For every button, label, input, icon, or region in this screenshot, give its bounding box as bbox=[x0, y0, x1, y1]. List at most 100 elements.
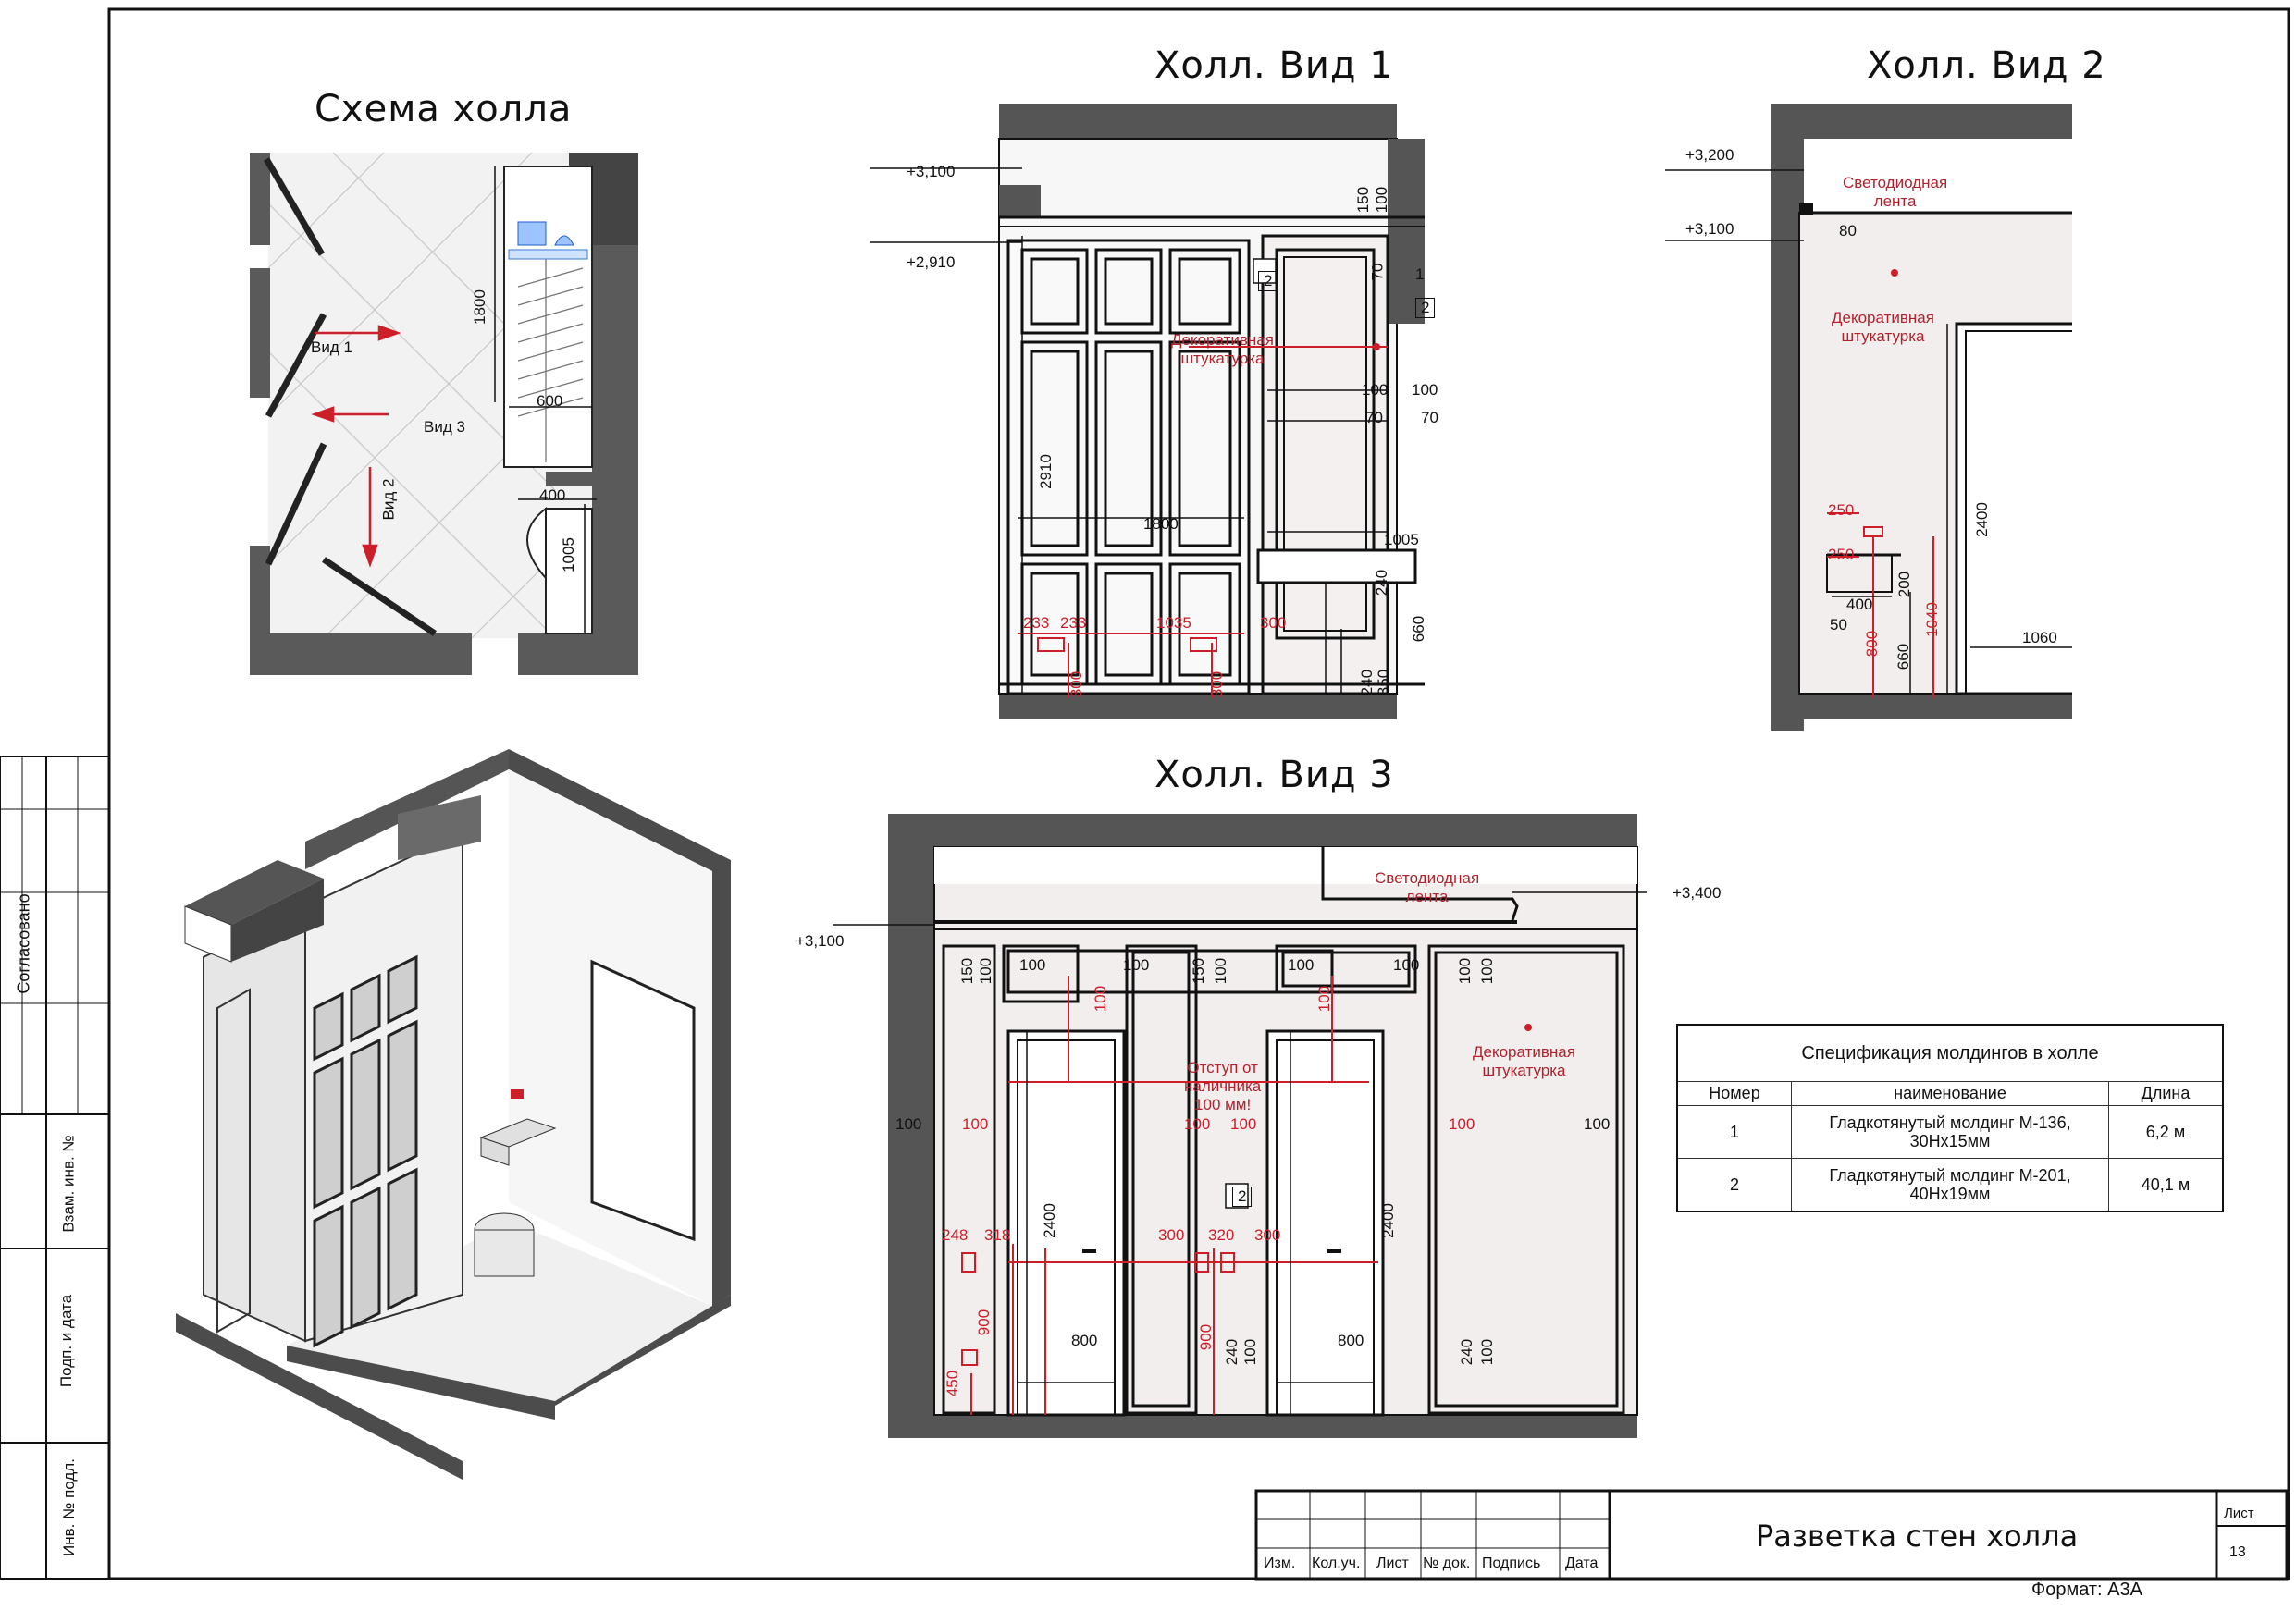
view1-dim-1035: 1035 bbox=[1156, 614, 1191, 632]
view1-molding-marker-2b: 2 bbox=[1258, 271, 1278, 291]
view3-dim-900b: 900 bbox=[1197, 1323, 1216, 1351]
view2-title: Холл. Вид 2 bbox=[1867, 44, 2106, 87]
view3-dim-100h: 100 bbox=[1092, 985, 1110, 1013]
side-inv-replace: Взам. инв. № bbox=[59, 1135, 78, 1233]
side-inv-orig: Инв. № подл. bbox=[59, 1458, 78, 1556]
spec-row2-len: 40,1 м bbox=[2108, 1158, 2224, 1212]
view3-dim-100f: 100 bbox=[1393, 956, 1420, 974]
view3-offset-note: Отступ от наличника 100 мм! bbox=[1184, 1059, 1262, 1113]
spec-row2-name: Гладкотянутый молдинг М-201, 40Нх19мм bbox=[1791, 1158, 2109, 1212]
stamp-sheet-number: 13 bbox=[2229, 1544, 2246, 1560]
view1-dim-1800: 1800 bbox=[1143, 515, 1179, 533]
view1-elevation bbox=[870, 104, 1425, 719]
view1-plaster-label: Декоративная штукатурка bbox=[1171, 331, 1274, 367]
scheme-dim-1800: 1800 bbox=[470, 289, 488, 325]
view3-dim-100j: 100 bbox=[895, 1115, 922, 1133]
table-row: 1 Гладкотянутый молдинг М-136, 30Нх15мм … bbox=[1676, 1105, 2224, 1159]
view2-dim-200: 200 bbox=[1895, 571, 1914, 598]
view2-dim-250b: 250 bbox=[1828, 546, 1855, 563]
view2-dim-2400: 2400 bbox=[1972, 502, 1991, 537]
molding-spec-table: Спецификация молдингов в холле Номер наи… bbox=[1676, 1024, 2224, 1212]
view3-dim-100l: 100 bbox=[1184, 1115, 1211, 1133]
view2-dim-1060: 1060 bbox=[2022, 629, 2057, 646]
view3-dim-240b: 240 bbox=[1458, 1338, 1476, 1366]
spec-row2-num: 2 bbox=[1676, 1158, 1792, 1212]
view2-led-label: Светодиодная лента bbox=[1843, 174, 1948, 210]
view3-level-right: +3,400 bbox=[1673, 884, 1722, 902]
view3-dim-150a: 150 bbox=[958, 957, 977, 985]
view3-dim-100m: 100 bbox=[1230, 1115, 1257, 1133]
view3-dim-100a: 100 bbox=[977, 957, 995, 985]
stamp-col-izm: Изм. bbox=[1264, 1555, 1296, 1571]
view3-dim-100q: 100 bbox=[1478, 1338, 1497, 1366]
view2-dim-800: 800 bbox=[1863, 630, 1882, 658]
view3-dim-100o: 100 bbox=[1584, 1115, 1611, 1133]
view3-dim-100b: 100 bbox=[1019, 956, 1046, 974]
view2-elevation bbox=[1665, 104, 2072, 731]
view1-dim-1005: 1005 bbox=[1384, 531, 1419, 548]
view1-molding-marker-1: 1 bbox=[1415, 265, 1425, 283]
view1-molding-marker-2: 2 bbox=[1415, 298, 1436, 318]
view1-dim-2910: 2910 bbox=[1036, 454, 1055, 489]
view3-plaster-label: Декоративная штукатурка bbox=[1473, 1043, 1575, 1079]
view1-dim-100-top: 100 bbox=[1373, 186, 1391, 214]
scheme-dim-1005: 1005 bbox=[559, 537, 577, 572]
stamp-format: Формат: А3А bbox=[2031, 1580, 2142, 1600]
view1-dim-660: 660 bbox=[1410, 615, 1428, 643]
view3-dim-800a: 800 bbox=[1071, 1332, 1098, 1349]
view2-dim-660: 660 bbox=[1895, 643, 1913, 670]
scheme-dim-600: 600 bbox=[537, 392, 563, 410]
spec-header-number: Номер bbox=[1676, 1081, 1792, 1106]
view2-dim-250a: 250 bbox=[1828, 501, 1855, 519]
view1-dim-233b: 233 bbox=[1060, 614, 1087, 632]
stamp-col-doc: № док. bbox=[1423, 1555, 1471, 1571]
view3-dim-100e: 100 bbox=[1288, 956, 1315, 974]
view3-dim-318: 318 bbox=[984, 1226, 1011, 1244]
view1-dim-70-left: 70 bbox=[1365, 409, 1383, 426]
view3-dim-100g: 100 bbox=[1478, 957, 1497, 985]
stamp-title: Разветка стен холла bbox=[1756, 1518, 2079, 1554]
spec-row1-name: Гладкотянутый молдинг М-136, 30Нх15мм bbox=[1791, 1105, 2109, 1159]
table-row: 2 Гладкотянутый молдинг М-201, 40Нх19мм … bbox=[1676, 1158, 2224, 1212]
view1-dim-150: 150 bbox=[1354, 186, 1373, 214]
scheme-label-view1: Вид 1 bbox=[311, 338, 352, 356]
spec-row1-len: 6,2 м bbox=[2108, 1105, 2224, 1159]
view3-dim-150c: 100 bbox=[1456, 957, 1475, 985]
stamp-col-kol: Кол.уч. bbox=[1312, 1555, 1361, 1571]
hall-isometric-render bbox=[176, 749, 731, 1480]
view3-dim-100n: 100 bbox=[1449, 1115, 1475, 1133]
view3-molding-marker: 2 bbox=[1232, 1187, 1253, 1207]
view2-level-mid: +3,100 bbox=[1685, 220, 1734, 238]
view1-dim-233a: 233 bbox=[1023, 614, 1050, 632]
view3-dim-100c: 100 bbox=[1123, 956, 1150, 974]
side-sign-date: Подп. и дата bbox=[57, 1294, 76, 1388]
view1-dim-100-right: 100 bbox=[1412, 381, 1438, 399]
view3-dim-100p: 100 bbox=[1241, 1338, 1260, 1366]
view1-dim-350: 350 bbox=[1375, 669, 1393, 696]
view3-elevation bbox=[833, 814, 1647, 1438]
view2-plaster-label: Декоративная штукатурка bbox=[1832, 309, 1934, 345]
view3-dim-100k: 100 bbox=[962, 1115, 989, 1133]
view1-dim-240b: 240 bbox=[1358, 669, 1376, 696]
spec-header-length: Длина bbox=[2108, 1081, 2224, 1106]
view3-dim-240a: 240 bbox=[1223, 1338, 1241, 1366]
scheme-label-view2: Вид 2 bbox=[379, 478, 398, 521]
stamp-col-sign: Подпись bbox=[1482, 1555, 1541, 1571]
view2-dim-50: 50 bbox=[1830, 616, 1847, 633]
spec-row1-num: 1 bbox=[1676, 1105, 1792, 1159]
stamp-frame bbox=[1254, 1489, 2289, 1581]
scheme-title: Схема холла bbox=[315, 88, 573, 130]
view1-dim-300a: 300 bbox=[1260, 614, 1287, 632]
view1-dim-70-top: 70 bbox=[1368, 263, 1387, 281]
view1-dim-300b: 300 bbox=[1068, 670, 1086, 698]
view2-dim-1040: 1040 bbox=[1922, 602, 1941, 637]
view3-dim-100i: 100 bbox=[1315, 985, 1334, 1013]
view3-dim-450: 450 bbox=[944, 1370, 962, 1397]
view3-dim-300b: 300 bbox=[1254, 1226, 1281, 1244]
view1-level-mid: +2,910 bbox=[907, 253, 956, 271]
view3-dim-150b: 150 bbox=[1190, 957, 1208, 985]
view3-dim-2400a: 2400 bbox=[1040, 1203, 1058, 1238]
scheme-dim-400: 400 bbox=[539, 486, 566, 504]
view2-dim-80: 80 bbox=[1839, 222, 1857, 240]
